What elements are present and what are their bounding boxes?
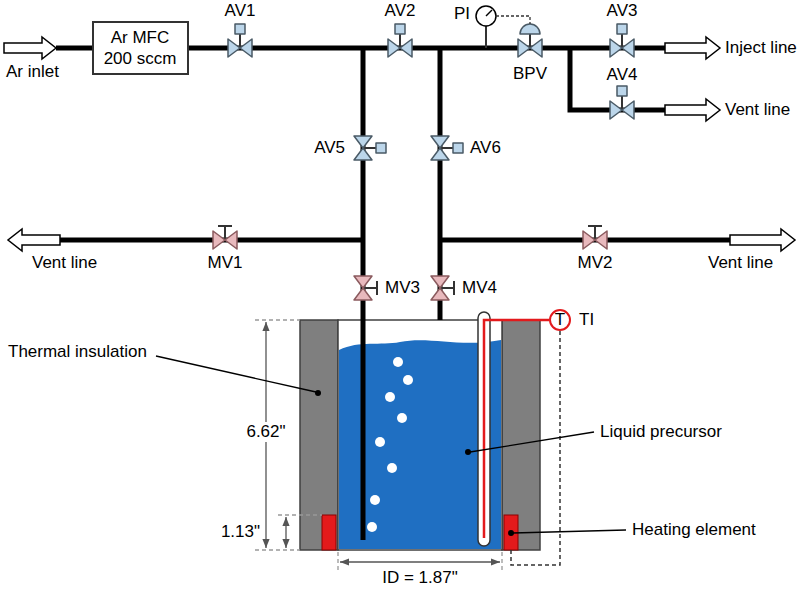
line-label: Vent line [30,253,99,273]
valve-label: AV4 [605,65,640,85]
valve-label: MV4 [460,278,499,298]
heater-left [322,515,336,550]
control-signal [511,331,560,565]
valve-label: BPV [511,64,549,84]
dimension-label: 6.62" [244,422,287,442]
pressure-signal [496,16,530,24]
gauge-needle [486,10,492,16]
line-label: Vent line [723,100,792,120]
inlet-label: Ar inlet [4,62,61,82]
valve-label: AV2 [383,1,418,21]
valve-label: MV2 [576,253,615,273]
thermocouple-wire [484,320,549,538]
valve-label: AV1 [223,1,258,21]
pressure-gauge [476,6,496,26]
bubbles [367,357,413,532]
indicator-circle [550,310,570,330]
pipes [56,48,730,540]
valve-label: AV3 [605,1,640,21]
box-text: 200 sccm [104,48,177,69]
insulation-right [502,320,540,550]
insulation-left [300,320,338,550]
callout-label: Liquid precursor [598,422,724,442]
leader-lines [156,356,626,533]
valve-label: AV6 [468,138,503,158]
temperature-indicator: TTI [549,309,571,331]
indicator-tag: TI [577,310,596,330]
mfc-box: Ar MFC200 sccm [92,21,189,75]
gauge-label: PI [452,4,472,24]
line-label: Inject line [723,38,799,58]
dimension-label: ID = 1.87" [380,568,460,588]
line-label: Vent line [706,253,775,273]
valve-label: MV1 [206,253,245,273]
indicator-letter: T [555,310,565,330]
valve-label: AV5 [312,138,347,158]
leader-dots [315,390,514,536]
dimension-lines [255,320,502,572]
manual-valves [213,231,607,300]
air-valves [228,24,634,160]
dimension-arrows [266,322,500,562]
box-heading: Ar MFC [111,27,170,48]
valve-label: MV3 [383,278,422,298]
callout-label: Thermal insulation [6,342,149,362]
dimension-label: 1.13" [219,522,262,542]
valve-stems [218,26,622,295]
callout-label: Heating element [630,520,758,540]
